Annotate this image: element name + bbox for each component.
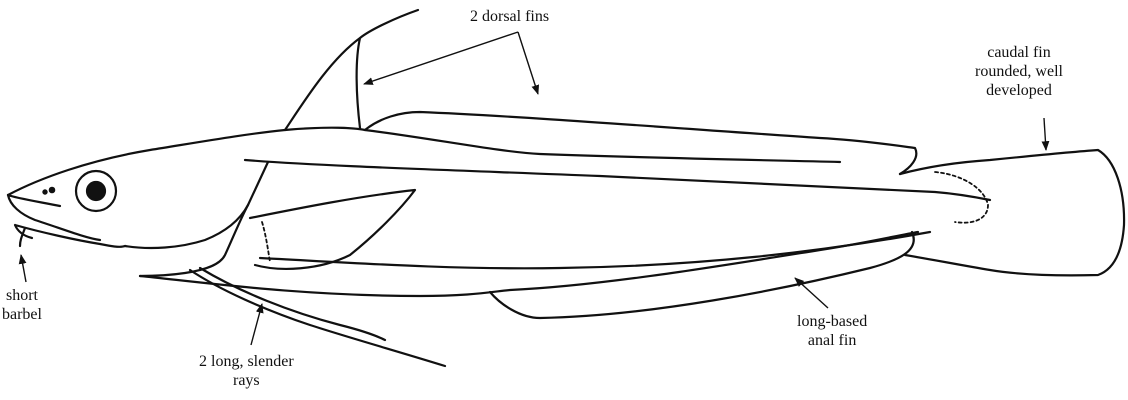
short-barbel-label-line-2: barbel <box>2 305 42 324</box>
pointer-arrows <box>21 32 1046 345</box>
slender-rays-label: 2 long, slender rays <box>199 352 294 390</box>
first-dorsal-fin <box>285 10 418 130</box>
arrow-caudal <box>1044 118 1046 150</box>
fish-outline <box>8 10 1124 366</box>
short-barbel <box>20 228 25 246</box>
slender-ray-2 <box>200 268 385 340</box>
pectoral-fin-base <box>262 222 270 262</box>
slender-rays-label-line-2: rays <box>199 371 294 390</box>
caudal-fin-label-line-1: caudal fin <box>975 43 1063 62</box>
upper-body-outline <box>8 128 840 195</box>
nostril-2 <box>43 190 46 193</box>
pectoral-fin <box>250 190 415 269</box>
anal-fin-label-line-2: anal fin <box>797 331 867 350</box>
anal-fin-label-line-1: long-based <box>797 312 867 331</box>
short-barbel-label: short barbel <box>2 286 42 324</box>
dorsal-fins-label-line: 2 dorsal fins <box>470 7 549 26</box>
caudal-fin-label-line-3: developed <box>975 81 1063 100</box>
dorsal-fins-label: 2 dorsal fins <box>470 7 549 26</box>
caudal-fin-label-line-2: rounded, well <box>975 62 1063 81</box>
arrow-dorsal-1 <box>364 32 518 84</box>
mouth <box>15 225 125 247</box>
lateral-line <box>245 160 990 200</box>
anal-fin-label: long-based anal fin <box>797 312 867 350</box>
nostril <box>50 188 54 192</box>
arrow-rays <box>251 304 262 345</box>
arrow-dorsal-2 <box>518 32 538 94</box>
arrow-barbel <box>21 255 26 282</box>
lower-body-outline <box>140 232 918 296</box>
eye-pupil <box>87 182 105 200</box>
short-barbel-label-line-1: short <box>2 286 42 305</box>
slender-rays-label-line-1: 2 long, slender <box>199 352 294 371</box>
caudal-fin-label: caudal fin rounded, well developed <box>975 43 1063 100</box>
mid-body-line <box>260 232 930 268</box>
gill-cover <box>125 162 268 248</box>
gill-opening <box>140 205 248 276</box>
caudal-fin <box>900 150 1124 275</box>
